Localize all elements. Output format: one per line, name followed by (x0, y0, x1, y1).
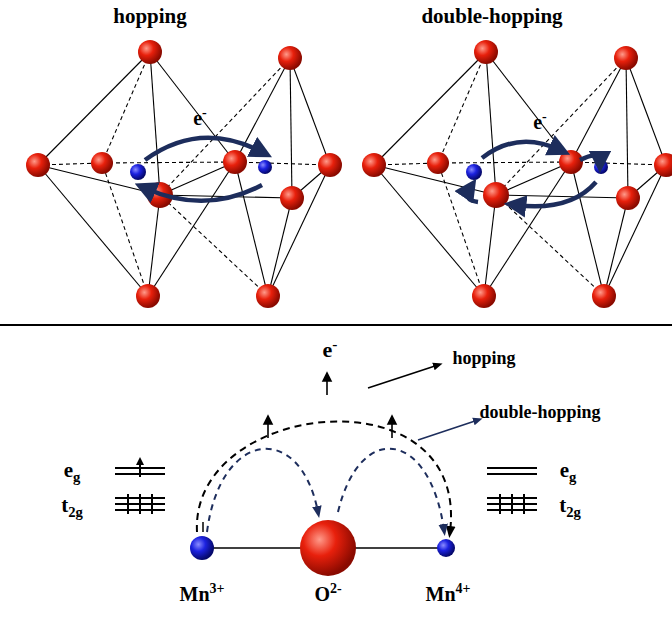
electron-label: e- (193, 108, 207, 128)
orbital-label: t2g (559, 495, 581, 516)
orbital-label: t2g (61, 495, 83, 516)
orbital-label: eg (560, 460, 577, 481)
orbital-label: eg (64, 460, 81, 481)
electron-label: e- (323, 339, 338, 361)
panel-title: hopping (113, 6, 187, 27)
ion-label: Mn4+ (426, 584, 471, 604)
path-label: hopping (452, 349, 515, 367)
panel-title: double-hopping (421, 6, 562, 27)
ion-label: O2- (314, 584, 341, 604)
ion-label: Mn3+ (180, 584, 225, 604)
path-label: double-hopping (479, 403, 600, 421)
electron-label: e- (533, 112, 547, 132)
